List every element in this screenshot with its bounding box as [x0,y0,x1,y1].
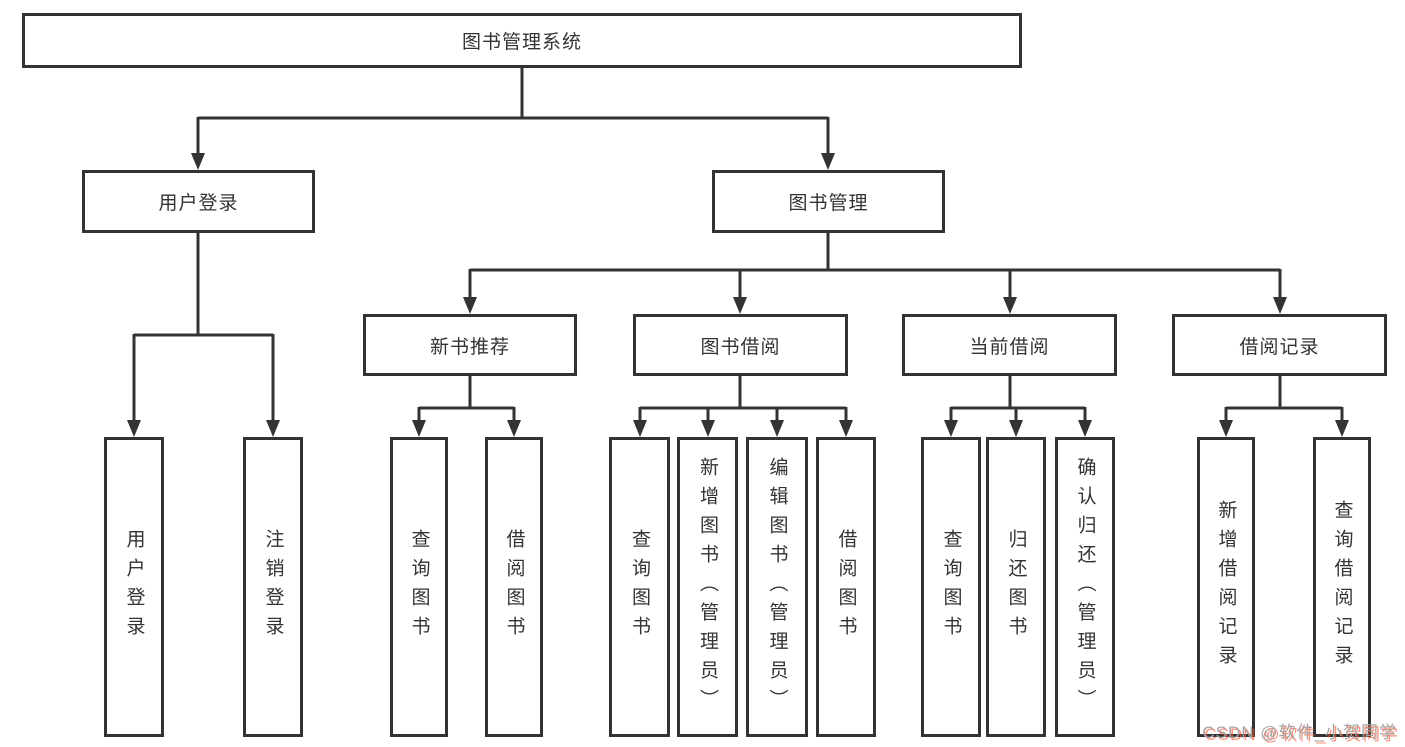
csdn-watermark: CSDN @软件_小贺同学 [1202,723,1397,742]
leaf-query-books-current: 查询图书 [921,437,981,737]
connector-lines [132,68,1344,422]
node-new-book-recommend: 新书推荐 [363,314,577,376]
node-root-label: 图书管理系统 [461,32,582,53]
leaf-confirm-return-admin: 确认归还（管理员） [1055,437,1115,737]
leaf-add-borrow-record-label: 新增借阅记录 [1215,500,1237,674]
leaf-return-books: 归还图书 [986,437,1046,737]
leaf-query-books-recommend-label: 查询图书 [408,529,430,645]
node-book-management: 图书管理 [712,170,945,233]
leaf-user-login-label: 用户登录 [123,529,145,645]
leaf-query-books-current-label: 查询图书 [940,529,962,645]
node-user-login: 用户登录 [82,170,315,233]
leaf-borrow-books-label: 借阅图书 [835,529,857,645]
node-book-borrowing: 图书借阅 [633,314,848,376]
leaf-query-borrow-record: 查询借阅记录 [1313,437,1371,737]
node-new-book-recommend-label: 新书推荐 [429,336,510,358]
arrowheads [127,153,1349,437]
leaf-edit-books-admin: 编辑图书（管理员） [746,437,808,737]
leaf-query-books-borrow-label: 查询图书 [629,529,650,645]
leaf-confirm-return-admin-label: 确认归还（管理员） [1074,456,1096,718]
leaf-borrow-books-recommend-label: 借阅图书 [503,529,525,645]
node-book-borrowing-label: 图书借阅 [700,336,781,358]
leaf-query-books-borrow: 查询图书 [609,437,670,737]
node-root: 图书管理系统 [22,13,1022,68]
leaf-borrow-books: 借阅图书 [816,437,876,737]
leaf-add-borrow-record: 新增借阅记录 [1197,437,1255,737]
leaf-borrow-books-recommend: 借阅图书 [485,437,543,737]
leaf-query-books-recommend: 查询图书 [390,437,448,737]
leaf-query-borrow-record-label: 查询借阅记录 [1331,500,1353,674]
leaf-add-books-admin-label: 新增图书（管理员） [697,456,718,718]
leaf-add-books-admin: 新增图书（管理员） [677,437,738,737]
leaf-user-login: 用户登录 [104,437,164,737]
leaf-edit-books-admin-label: 编辑图书（管理员） [766,456,788,718]
leaf-logout-label: 注销登录 [262,529,284,645]
leaf-return-books-label: 归还图书 [1005,529,1027,645]
node-borrowing-records: 借阅记录 [1172,314,1387,376]
node-user-login-label: 用户登录 [158,193,239,214]
node-borrowing-records-label: 借阅记录 [1239,336,1320,358]
node-current-borrowing-label: 当前借阅 [969,336,1050,358]
leaf-logout: 注销登录 [243,437,303,737]
node-book-management-label: 图书管理 [788,193,869,214]
node-current-borrowing: 当前借阅 [902,314,1117,376]
